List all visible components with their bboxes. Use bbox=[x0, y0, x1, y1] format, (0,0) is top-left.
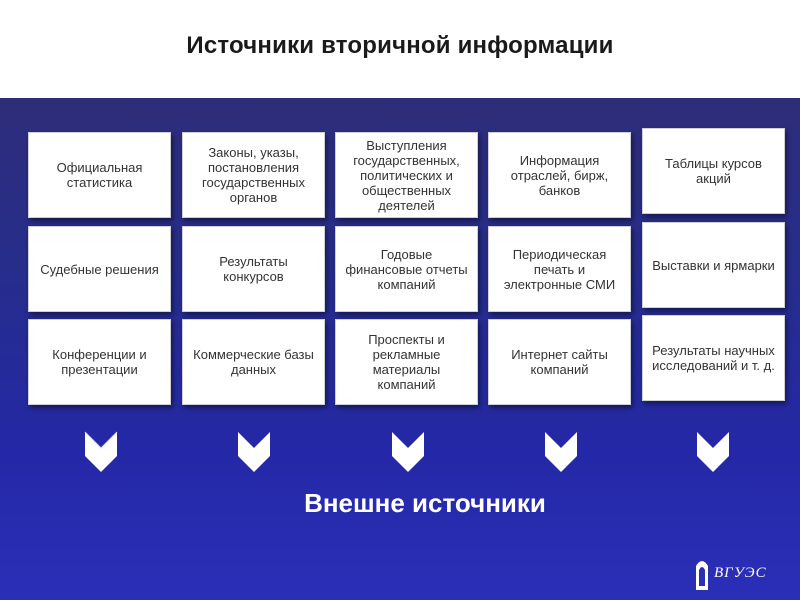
logo-text: ВГУЭС bbox=[714, 565, 767, 581]
chevron-down-icon bbox=[235, 430, 273, 476]
card-commercial-databases: Коммерческие базы данных bbox=[182, 319, 325, 405]
card-speeches: Выступления государственных, политически… bbox=[335, 132, 478, 218]
title-area: Источники вторичной информации bbox=[0, 0, 800, 98]
card-official-statistics: Официальная статистика bbox=[28, 132, 171, 218]
university-logo: ВГУЭС bbox=[692, 556, 782, 594]
card-annual-reports: Годовые финансовые отчеты компаний bbox=[335, 226, 478, 312]
chevron-down-icon bbox=[82, 430, 120, 476]
card-court-decisions: Судебные решения bbox=[28, 226, 171, 312]
card-brochures: Проспекты и рекламные материалы компаний bbox=[335, 319, 478, 405]
chevron-down-icon bbox=[389, 430, 427, 476]
card-laws: Законы, указы, постановления государстве… bbox=[182, 132, 325, 218]
card-periodicals: Периодическая печать и электронные СМИ bbox=[488, 226, 631, 312]
card-competition-results: Результаты конкурсов bbox=[182, 226, 325, 312]
chevron-down-icon bbox=[694, 430, 732, 476]
logo-emblem-icon bbox=[696, 561, 708, 590]
card-research-results: Результаты научных исследований и т. д. bbox=[642, 315, 785, 401]
card-conferences: Конференции и презентации bbox=[28, 319, 171, 405]
external-sources-label: Внешне источники bbox=[304, 488, 546, 518]
card-company-websites: Интернет сайты компаний bbox=[488, 319, 631, 405]
card-industry-info: Информация отраслей, бирж, банков bbox=[488, 132, 631, 218]
page-title: Источники вторичной информации bbox=[186, 32, 614, 59]
chevron-down-icon bbox=[542, 430, 580, 476]
card-exhibitions: Выставки и ярмарки bbox=[642, 222, 785, 308]
card-stock-tables: Таблицы курсов акций bbox=[642, 128, 785, 214]
